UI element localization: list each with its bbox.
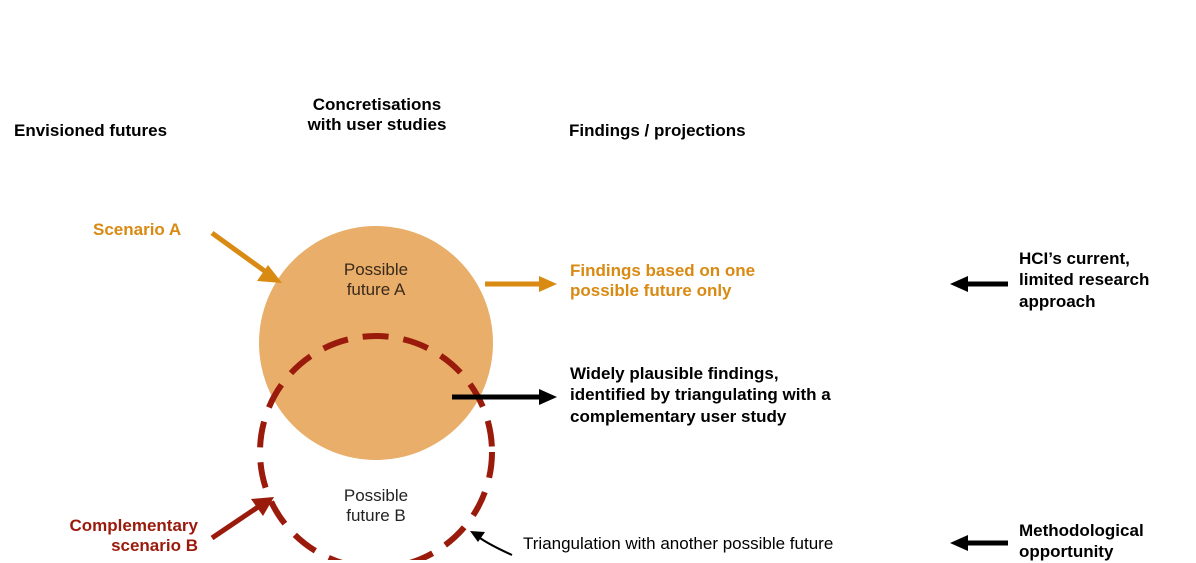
future-b-dashed-circle bbox=[257, 333, 495, 560]
finding-one-line2: possible future only bbox=[570, 281, 732, 301]
triangulation-arrow bbox=[470, 531, 513, 556]
header-concretisations-line1: Concretisations bbox=[312, 95, 442, 114]
scenario-b-label: Complementary scenario B bbox=[36, 516, 198, 557]
future-b-line1: Possible bbox=[343, 486, 409, 505]
method-line1: Methodological bbox=[1019, 521, 1144, 540]
scenario-a-label: Scenario A bbox=[93, 220, 182, 239]
header-concretisations: Concretisations with user studies bbox=[280, 95, 474, 136]
hci-line3: approach bbox=[1019, 291, 1096, 311]
finding-one-label: Findings based on one possible future on… bbox=[570, 261, 755, 302]
triangulation-label: Triangulation with another possible futu… bbox=[523, 534, 834, 553]
method-label: Methodological opportunity bbox=[1019, 520, 1144, 563]
header-envisioned-futures: Envisioned futures bbox=[14, 121, 168, 140]
hci-arrow bbox=[950, 276, 1008, 292]
hci-line1: HCI’s current, bbox=[1019, 249, 1130, 268]
finding-one-line1: Findings based on one bbox=[570, 261, 756, 280]
finding-wide-arrow bbox=[452, 389, 557, 405]
future-a-line2: future A bbox=[346, 280, 406, 300]
future-b-line2: future B bbox=[346, 506, 406, 526]
scenario-b-line1: Complementary bbox=[69, 516, 198, 535]
future-a-circle bbox=[259, 226, 493, 460]
finding-wide-label: Widely plausible findings, identified by… bbox=[570, 363, 831, 427]
scenario-b-arrow bbox=[210, 497, 274, 541]
future-a-label: Possible future A bbox=[316, 260, 436, 301]
method-line2: opportunity bbox=[1019, 542, 1114, 562]
future-b-label: Possible future B bbox=[316, 486, 436, 527]
header-concretisations-line2: with user studies bbox=[307, 115, 447, 135]
method-arrow bbox=[950, 535, 1008, 551]
finding-one-arrow bbox=[485, 276, 557, 292]
hci-label: HCI’s current, limited research approach bbox=[1019, 248, 1149, 312]
future-a-line1: Possible bbox=[343, 260, 409, 279]
scenario-a-arrow bbox=[210, 230, 282, 283]
finding-wide-line2: identified by triangulating with a bbox=[570, 385, 831, 405]
hci-line2: limited research bbox=[1019, 270, 1150, 290]
finding-wide-line3: complementary user study bbox=[570, 406, 787, 426]
finding-wide-line1: Widely plausible findings, bbox=[570, 364, 779, 383]
header-findings: Findings / projections bbox=[569, 121, 746, 140]
scenario-b-line2: scenario B bbox=[111, 536, 198, 556]
